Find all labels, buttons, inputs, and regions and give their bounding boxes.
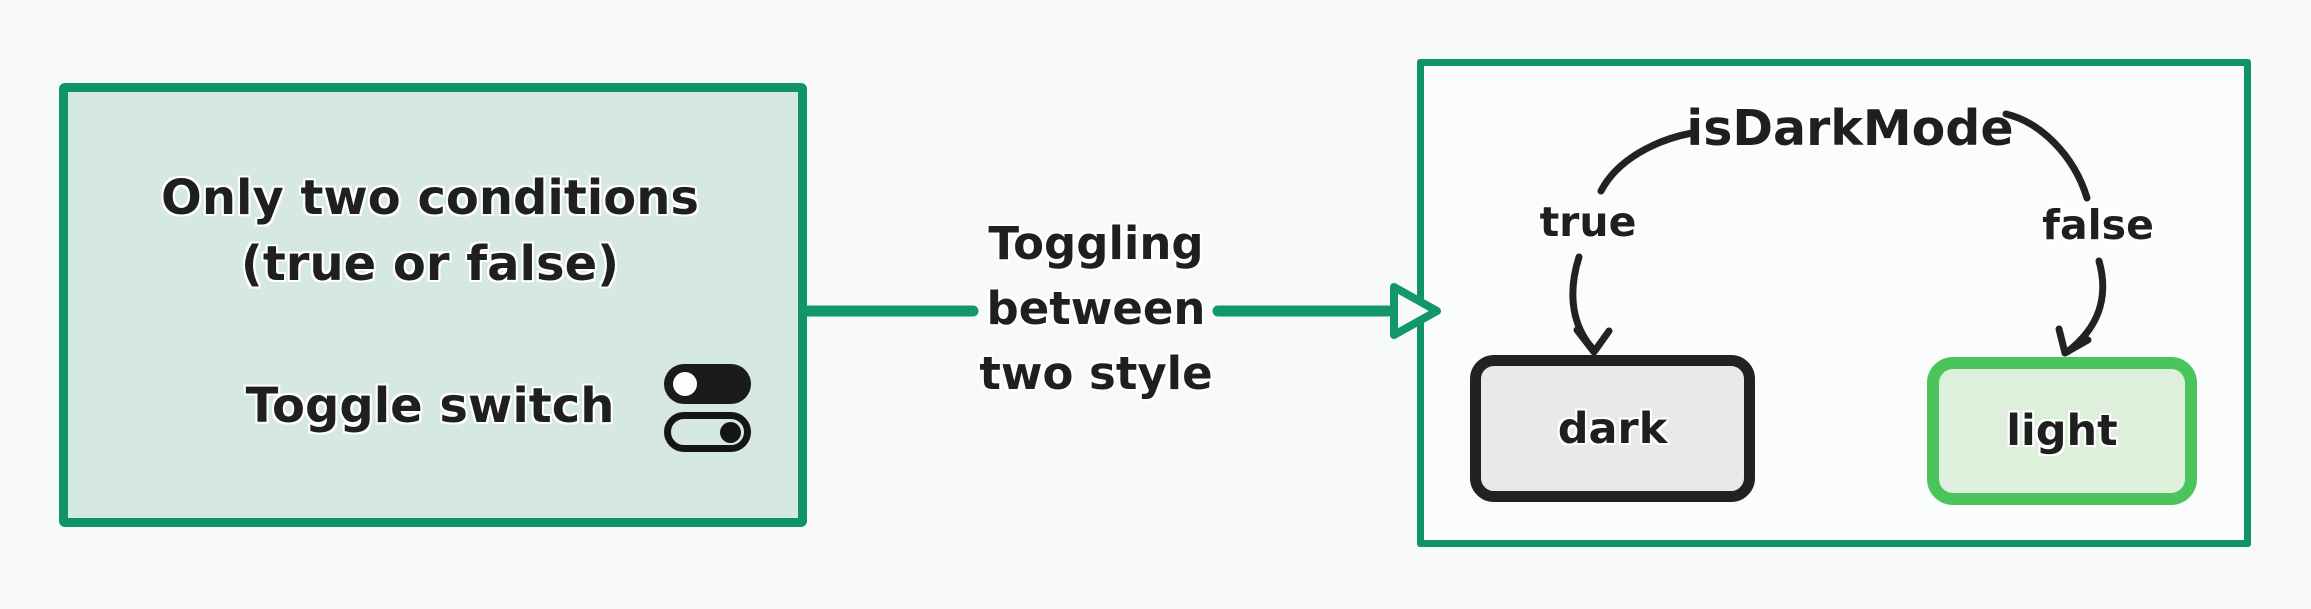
conditions-title-line1: Only two conditions [161,170,699,226]
branch-false-label: false [2042,201,2154,249]
conditions-title-line2: (true or false) [240,236,620,292]
toggle-switch-label: Toggle switch [245,378,615,434]
toggle-on-icon [664,364,751,404]
light-style-label: light [2006,406,2118,456]
dark-style-box: dark [1470,355,1755,502]
toggle-off-knob [720,422,741,443]
connector-label-line2: between [986,282,1206,335]
connector-label: Toggling between two style [896,211,1296,406]
conditions-title: Only two conditions (true or false) [100,165,760,297]
connector-label-line3: two style [979,347,1213,400]
connector-label-line1: Toggling [988,217,1204,270]
dark-style-label: dark [1557,403,1668,454]
toggle-on-knob [673,372,697,396]
toggle-off-icon [664,412,751,452]
isdarkmode-title: isDarkMode [1686,100,2014,157]
conditions-panel [59,83,807,527]
toggle-switch-icon [664,364,751,454]
light-style-box: light [1927,357,2197,505]
branch-true-label: true [1539,198,1637,246]
